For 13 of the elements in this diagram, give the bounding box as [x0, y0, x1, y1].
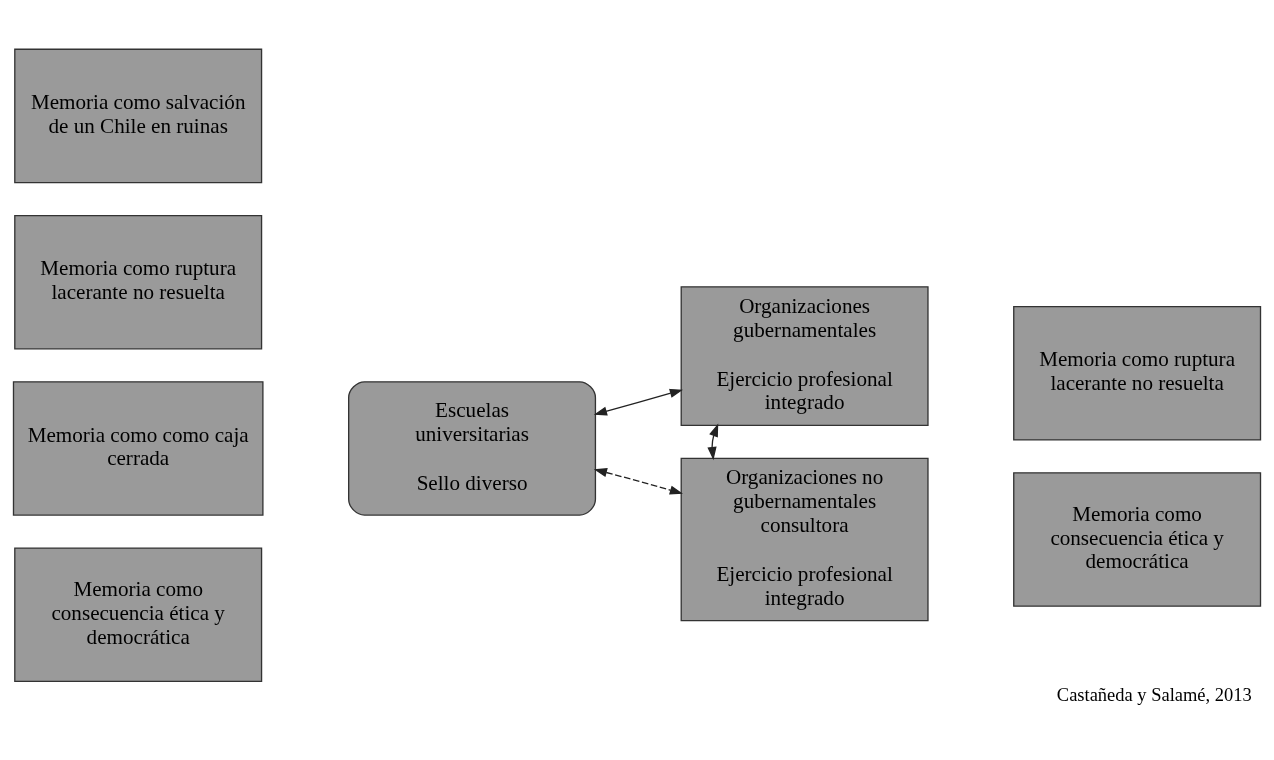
arrow — [593, 467, 683, 495]
node-box: Organizaciones no gubernamentales consultora Ejercicio profesional integrado — [680, 457, 929, 621]
node-box: Memoria como consecuencia ética y democrática — [14, 546, 263, 682]
node-box: Escuelas universitarias Sello diverso — [348, 380, 597, 516]
node-box: Memoria como ruptura lacerante no resuelta — [1013, 305, 1262, 441]
node-box: Memoria como salvación de un Chile en ruinas — [14, 48, 263, 183]
node-box: Memoria como como caja cerrada — [12, 380, 264, 516]
node-box: Memoria como consecuencia ética y democrática — [1013, 471, 1262, 607]
node-box: Memoria como ruptura lacerante no resuelta — [14, 214, 263, 349]
arrow — [707, 423, 719, 460]
caption: Castañeda y Salamé, 2013 — [1056, 684, 1252, 705]
node-box: Organizaciones gubernamentales Ejercicio profesional integrado — [680, 285, 929, 426]
arrow — [593, 388, 683, 416]
